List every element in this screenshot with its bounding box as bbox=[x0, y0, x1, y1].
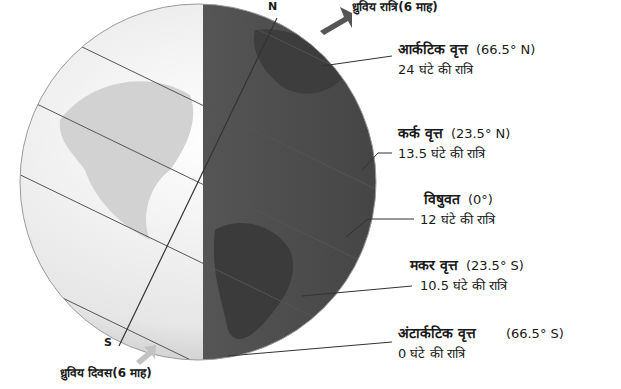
circle-name: कर्क वृत्त bbox=[398, 124, 443, 142]
circle-name: विषुवत bbox=[424, 190, 460, 208]
night-length: 24 घंटे की रात्रि bbox=[398, 62, 473, 79]
night-length: 12 घंटे की रात्रि bbox=[420, 212, 495, 229]
region-label: ध्रुविय दिवस(6 माह) bbox=[60, 366, 152, 382]
leader-lines bbox=[228, 56, 414, 356]
latitude-line bbox=[0, 63, 545, 389]
night-length: 10.5 घंटे की रात्रि bbox=[420, 278, 507, 295]
night-length: 0 घंटे की रात्रि bbox=[398, 346, 465, 363]
continent-shape bbox=[214, 223, 293, 339]
globe-outline bbox=[20, 4, 376, 360]
region-label: ध्रुविय रात्रि(6 माह) bbox=[352, 0, 438, 16]
latitude-value: (66.5° N) bbox=[476, 42, 535, 59]
pole-label: S bbox=[104, 336, 112, 350]
continent-shape bbox=[60, 81, 193, 240]
circle-name: आर्कटिक वृत्त bbox=[398, 40, 468, 58]
latitude-line bbox=[0, 0, 576, 365]
circle-name: अंटार्कटिक वृत्त bbox=[398, 324, 476, 342]
latitude-line bbox=[0, 146, 505, 389]
latitude-line bbox=[0, 0, 607, 301]
night-length: 13.5 घंटे की रात्रि bbox=[398, 146, 485, 163]
latitude-value: (0°) bbox=[468, 192, 493, 209]
polar-night-arrow bbox=[320, 7, 352, 35]
latitude-line bbox=[0, 0, 621, 218]
latitude-value: (23.5° S) bbox=[466, 258, 524, 275]
night-side bbox=[203, 0, 621, 389]
polar-day-arrow bbox=[136, 345, 156, 365]
latitude-value: (23.5° N) bbox=[451, 126, 510, 143]
pole-label: N bbox=[268, 0, 277, 14]
circle-name: मकर वृत्त bbox=[410, 256, 458, 274]
earth-axis bbox=[119, 18, 277, 346]
latitude-value: (66.5° S) bbox=[506, 326, 564, 343]
